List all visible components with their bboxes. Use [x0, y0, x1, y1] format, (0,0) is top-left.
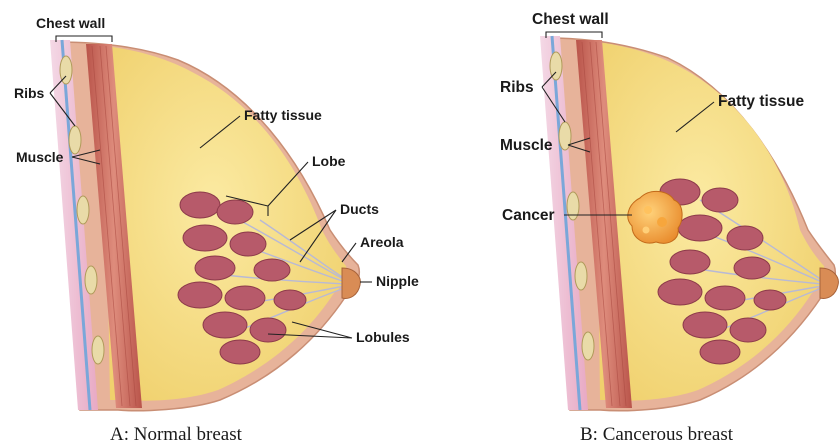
label-chest-wall: Chest wall	[36, 15, 105, 31]
label-muscle: Muscle	[16, 149, 64, 165]
label-lobules: Lobules	[356, 329, 410, 345]
label-fatty-tissue: Fatty tissue	[718, 93, 805, 110]
caption-b: B: Cancerous breast	[580, 424, 734, 445]
panel-a-normal-breast: Chest wall Ribs Muscle Fatty tissue Lobe…	[14, 15, 419, 445]
panel-b-cancerous-breast: Chest wall Ribs Muscle Fatty tissue Canc…	[500, 11, 838, 445]
label-ribs: Ribs	[500, 79, 534, 96]
label-nipple: Nipple	[376, 273, 419, 289]
label-cancer: Cancer	[502, 207, 555, 224]
label-chest-wall: Chest wall	[532, 11, 609, 28]
label-muscle: Muscle	[500, 137, 553, 154]
label-lobe: Lobe	[312, 153, 346, 169]
label-ducts: Ducts	[340, 201, 379, 217]
label-areola: Areola	[360, 234, 404, 250]
label-ribs: Ribs	[14, 85, 45, 101]
label-fatty-tissue: Fatty tissue	[244, 107, 322, 123]
caption-a: A: Normal breast	[110, 424, 243, 445]
